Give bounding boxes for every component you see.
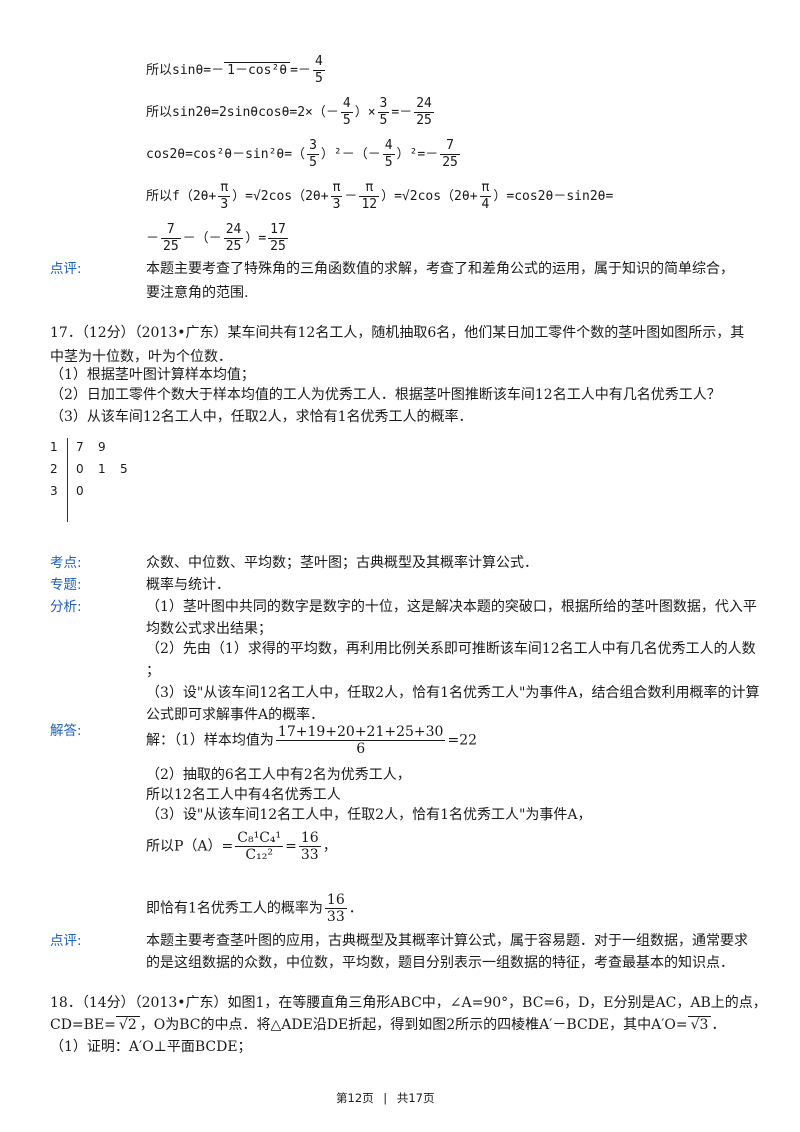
fenxi-label: 分析: <box>50 599 82 615</box>
page-total: 共17页 <box>396 1091 435 1105</box>
math-text: 所以f（2θ+ <box>146 189 217 204</box>
comment-text-line: 本题主要考查了特殊角的三角函数值的求解，考查了和差角公式的运用，属于知识的简单综… <box>146 261 734 277</box>
question-17-part-1: （1）根据茎叶图计算样本均值； <box>50 367 255 383</box>
math-text: 解：（1）样本均值为 <box>146 732 274 749</box>
zhuanti-label: 专题: <box>50 577 82 593</box>
math-text: =－ <box>391 105 413 120</box>
math-text: ）=cos2θ－sin2θ= <box>493 189 614 204</box>
math-text: 即恰有1名优秀工人的概率为 <box>146 900 323 917</box>
leaf-value: 0 <box>76 484 84 498</box>
jieda-label: 解答: <box>50 723 82 739</box>
sqrt-expression: √3 <box>687 1016 712 1033</box>
solution-line: 所以12名工人中有4名优秀工人 <box>146 787 341 803</box>
question-18-header: 18．（14分）（2013•广东）如图1，在等腰直角三角形ABC中，∠A=90°… <box>50 995 767 1011</box>
question-17-part-3: （3）从该车间12名工人中，任取2人，求恰有1名优秀工人的概率． <box>50 409 473 425</box>
leaf-value: 0 <box>76 462 84 476</box>
kaodian-label: 考点: <box>50 555 82 571</box>
question-17-part-2: （2）日加工零件个数大于样本均值的工人为优秀工人．根据茎叶图推断该车间12名工人… <box>50 387 721 403</box>
fenxi-text-line: （1）茎叶图中共同的数字是数字的十位，这是解决本题的突破口，根据所给的茎叶图数据… <box>146 599 757 615</box>
math-text: ）²－（－ <box>320 147 381 162</box>
stem-divider-line <box>67 438 68 522</box>
math-text: ）= <box>245 231 267 246</box>
page-number: 第12页 <box>336 1091 374 1105</box>
question-17-header-cont: 中茎为十位数，叶为个位数． <box>50 349 232 365</box>
math-text: cos2θ=cos²θ－sin²θ=（ <box>146 147 306 162</box>
footer-separator: | <box>383 1091 388 1105</box>
solution-line: （2）抽取的6名工人中有2名为优秀工人， <box>146 767 411 783</box>
comment-label: 点评: <box>50 261 82 277</box>
page-footer: 第12页 | 共17页 <box>336 1090 434 1106</box>
math-text: ）=√2cos（2θ+ <box>232 189 329 204</box>
math-text: ，O为BC的中点．将△ADE沿DE折起，得到如图2所示的四棱椎A′－BCDE，其… <box>139 1017 688 1033</box>
math-text: － <box>344 189 358 204</box>
math-text: 所以sin2θ=2sinθcosθ=2×（－ <box>146 105 339 120</box>
sqrt-expression: √2 <box>115 1016 140 1033</box>
math-text: ）=√2cos（2θ+ <box>381 189 478 204</box>
math-text: ）× <box>354 105 376 120</box>
math-text: ， <box>322 838 337 855</box>
math-text: ． <box>348 900 363 917</box>
stem-value: 3 <box>50 484 58 498</box>
math-text: =22 <box>447 732 478 749</box>
kaodian-text: 众数、中位数、平均数；茎叶图；古典概型及其概率计算公式． <box>146 555 538 571</box>
leaf-value: 7 <box>76 440 84 454</box>
solution-line: （3）设"从该车间12名工人中，任取2人，恰有1名优秀工人"为事件A， <box>146 807 592 823</box>
fenxi-text-line: （3）设"从该车间12名工人中，任取2人，恰有1名优秀工人"为事件A，结合组合数… <box>146 685 760 701</box>
comment-text-line: 要注意角的范围. <box>146 285 249 301</box>
question-18-header-cont: CD=BE=√2，O为BC的中点．将△ADE沿DE折起，得到如图2所示的四棱椎A… <box>50 1014 725 1036</box>
leaf-value: 5 <box>120 462 128 476</box>
math-text: CD=BE= <box>50 1017 116 1033</box>
zhuanti-text: 概率与统计． <box>146 577 230 593</box>
fenxi-text-line: 均数公式求出结果； <box>146 621 272 637</box>
sqrt-expression: 1－cos²θ <box>224 62 291 78</box>
fenxi-text-line: 公式即可求解事件A的概率． <box>146 707 325 723</box>
math-text: － <box>146 231 160 246</box>
math-text: = <box>285 838 297 855</box>
math-text: －（－ <box>182 231 222 246</box>
math-text: ）²=－ <box>396 147 439 162</box>
question-17-header: 17．（12分）（2013•广东）某车间共有12名工人，随机抽取6名，他们某日加… <box>50 325 745 341</box>
comment-text-line: 本题主要考查茎叶图的应用，古典概型及其概率计算公式，属于容易题．对于一组数据，通… <box>146 933 748 949</box>
comment-text-line: 的是这组数据的众数，中位数，平均数，题目分别表示一组数据的特征，考查最基本的知识… <box>146 955 734 971</box>
stem-value: 1 <box>50 440 58 454</box>
question-18-part-1: （1）证明：A′O⊥平面BCDE； <box>50 1039 252 1055</box>
leaf-value: 1 <box>98 462 106 476</box>
stem-value: 2 <box>50 462 58 476</box>
fenxi-text-line: ； <box>146 663 160 679</box>
math-text: ． <box>711 1017 726 1033</box>
fenxi-text-line: （2）先由（1）求得的平均数，再利用比例关系即可推断该车间12名工人中有几名优秀… <box>146 641 756 657</box>
math-text: 所以P（A）= <box>146 838 234 855</box>
stem-leaf-plot: 1 7 9 2 0 1 5 3 0 <box>46 436 166 526</box>
math-text: =－ <box>290 63 311 78</box>
math-text: 所以sinθ=－ <box>146 63 225 78</box>
comment-label: 点评: <box>50 933 82 949</box>
leaf-value: 9 <box>98 440 106 454</box>
